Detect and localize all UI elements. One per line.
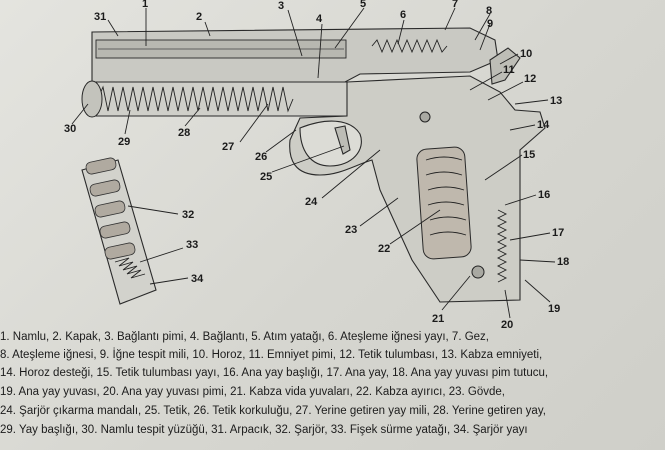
callout-17: 17 xyxy=(552,227,564,239)
callout-9: 9 xyxy=(487,18,493,30)
legend-line-1: 1. Namlu, 2. Kapak, 3. Bağlantı pimi, 4.… xyxy=(0,331,490,343)
legend-line-4: 19. Ana yay yuvası, 20. Ana yay yuvası p… xyxy=(0,386,506,398)
magazine-spring xyxy=(114,257,146,279)
barrel-bushing xyxy=(81,80,103,118)
callout-21: 21 xyxy=(432,313,444,325)
recoil-spring xyxy=(97,85,294,113)
callout-32: 32 xyxy=(182,209,194,221)
callout-29: 29 xyxy=(118,136,130,148)
callout-25: 25 xyxy=(260,171,272,183)
legend-line-5: 24. Şarjör çıkarma mandalı, 25. Tetik, 2… xyxy=(0,405,546,417)
callout-12: 12 xyxy=(524,73,536,85)
callout-10: 10 xyxy=(520,48,532,60)
callout-26: 26 xyxy=(255,151,267,163)
magazine-cartridges xyxy=(85,157,136,260)
grip-screw-top xyxy=(419,111,431,123)
callout-14: 14 xyxy=(537,119,550,131)
callout-23: 23 xyxy=(345,224,357,236)
callout-11: 11 xyxy=(503,64,515,76)
callout-31: 31 xyxy=(94,11,106,23)
legend-line-2: 8. Ateşleme iğnesi, 9. İğne tespit mili,… xyxy=(0,349,543,361)
parts-legend: 1. Namlu, 2. Kapak, 3. Bağlantı pimi, 4.… xyxy=(0,330,665,450)
callout-15: 15 xyxy=(523,149,535,161)
callout-6: 6 xyxy=(400,9,406,21)
callout-24: 24 xyxy=(305,196,318,208)
trigger xyxy=(334,125,351,155)
callout-22: 22 xyxy=(378,243,390,255)
grip-panel xyxy=(416,146,472,260)
legend-line-6: 29. Yay başlığı, 30. Namlu tespit yüzüğü… xyxy=(0,424,528,436)
callout-16: 16 xyxy=(538,189,550,201)
callout-5: 5 xyxy=(360,0,366,10)
callout-1: 1 xyxy=(142,0,148,10)
callout-19: 19 xyxy=(548,303,560,315)
grip-screw xyxy=(471,265,485,279)
mainspring xyxy=(496,209,508,283)
callout-3: 3 xyxy=(278,0,284,12)
callout-20: 20 xyxy=(501,319,513,330)
callout-7: 7 xyxy=(452,0,458,10)
callout-8: 8 xyxy=(486,5,492,17)
grip-texture xyxy=(425,156,467,236)
callout-2: 2 xyxy=(196,11,202,23)
callout-13: 13 xyxy=(550,95,562,107)
callout-18: 18 xyxy=(557,256,569,268)
callout-27: 27 xyxy=(222,141,234,153)
callout-labels: 1 2 3 4 5 6 7 8 9 10 11 12 13 14 15 16 1… xyxy=(64,0,569,330)
callout-34: 34 xyxy=(191,273,204,285)
callout-4: 4 xyxy=(316,13,323,25)
callout-33: 33 xyxy=(186,239,198,251)
firing-pin-spring xyxy=(371,38,448,54)
pistol-cutaway-diagram: 1 2 3 4 5 6 7 8 9 10 11 12 13 14 15 16 1… xyxy=(64,0,569,330)
callout-30: 30 xyxy=(64,123,76,135)
leader-lines xyxy=(71,7,556,319)
callout-28: 28 xyxy=(178,127,190,139)
legend-line-3: 14. Horoz desteği, 15. Tetik tulumbası y… xyxy=(0,367,549,379)
